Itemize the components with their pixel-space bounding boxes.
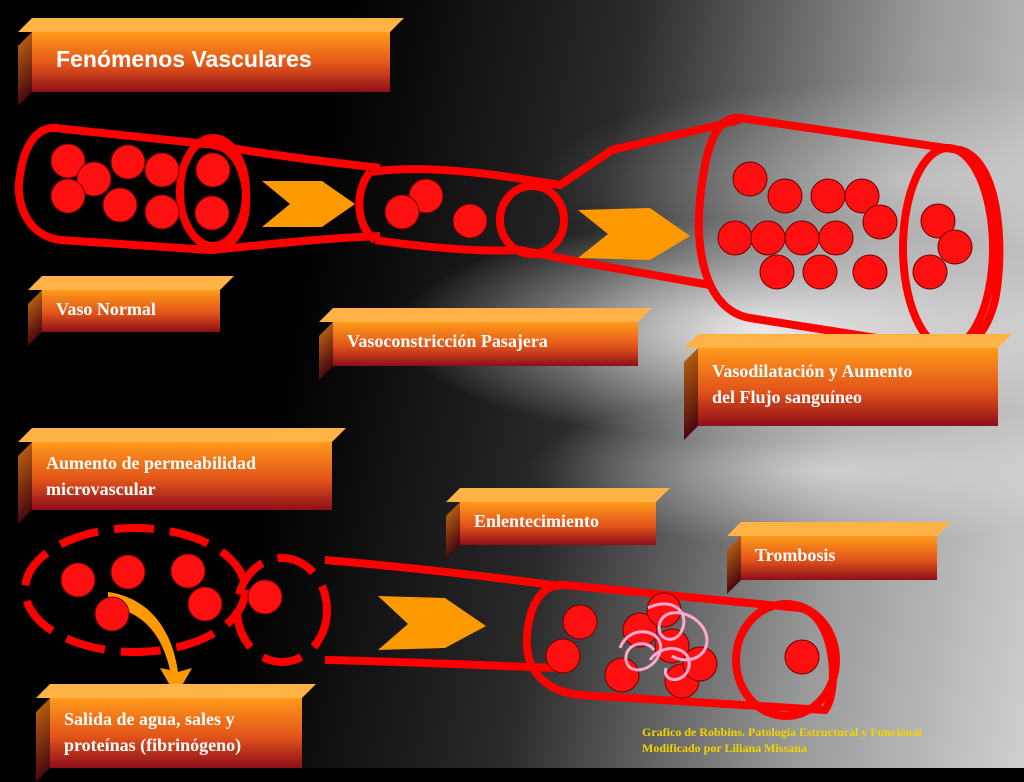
label-enlentecimiento: Enlentecimiento [460, 502, 656, 545]
vessel-thrombosis [522, 580, 837, 715]
page-title: Fenómenos Vasculares [32, 32, 390, 92]
label-vasodilatacion: Vasodilatación y Aumento del Flujo sangu… [698, 348, 998, 426]
label-trombosis: Trombosis [741, 536, 937, 580]
label-permeabilidad: Aumento de permeabilidad microvascular [32, 442, 332, 510]
label-salida: Salida de agua, sales y proteínas (fibri… [50, 698, 302, 768]
vessel-constricted-upper [369, 116, 741, 190]
fibrin-mesh [618, 602, 709, 681]
vessel-constriction-ring [496, 182, 568, 258]
vessel-constriction-link [211, 141, 381, 172]
arrow-icon [262, 181, 355, 227]
arrow-icon [578, 208, 690, 260]
label-vasoconstriccion: Vasoconstricción Pasajera [333, 322, 638, 366]
source-credits: Grafico de Robbins. Patología Estructura… [642, 725, 922, 755]
vessel-thrombosis-opening [732, 600, 840, 720]
vessel-permeable [21, 524, 249, 656]
label-vaso-normal: Vaso Normal [42, 290, 220, 332]
curved-arrow-icon [108, 592, 192, 696]
red-blood-cells [50, 143, 973, 699]
vessel-permeable-opening [233, 554, 331, 666]
arrow-icon [378, 596, 486, 650]
